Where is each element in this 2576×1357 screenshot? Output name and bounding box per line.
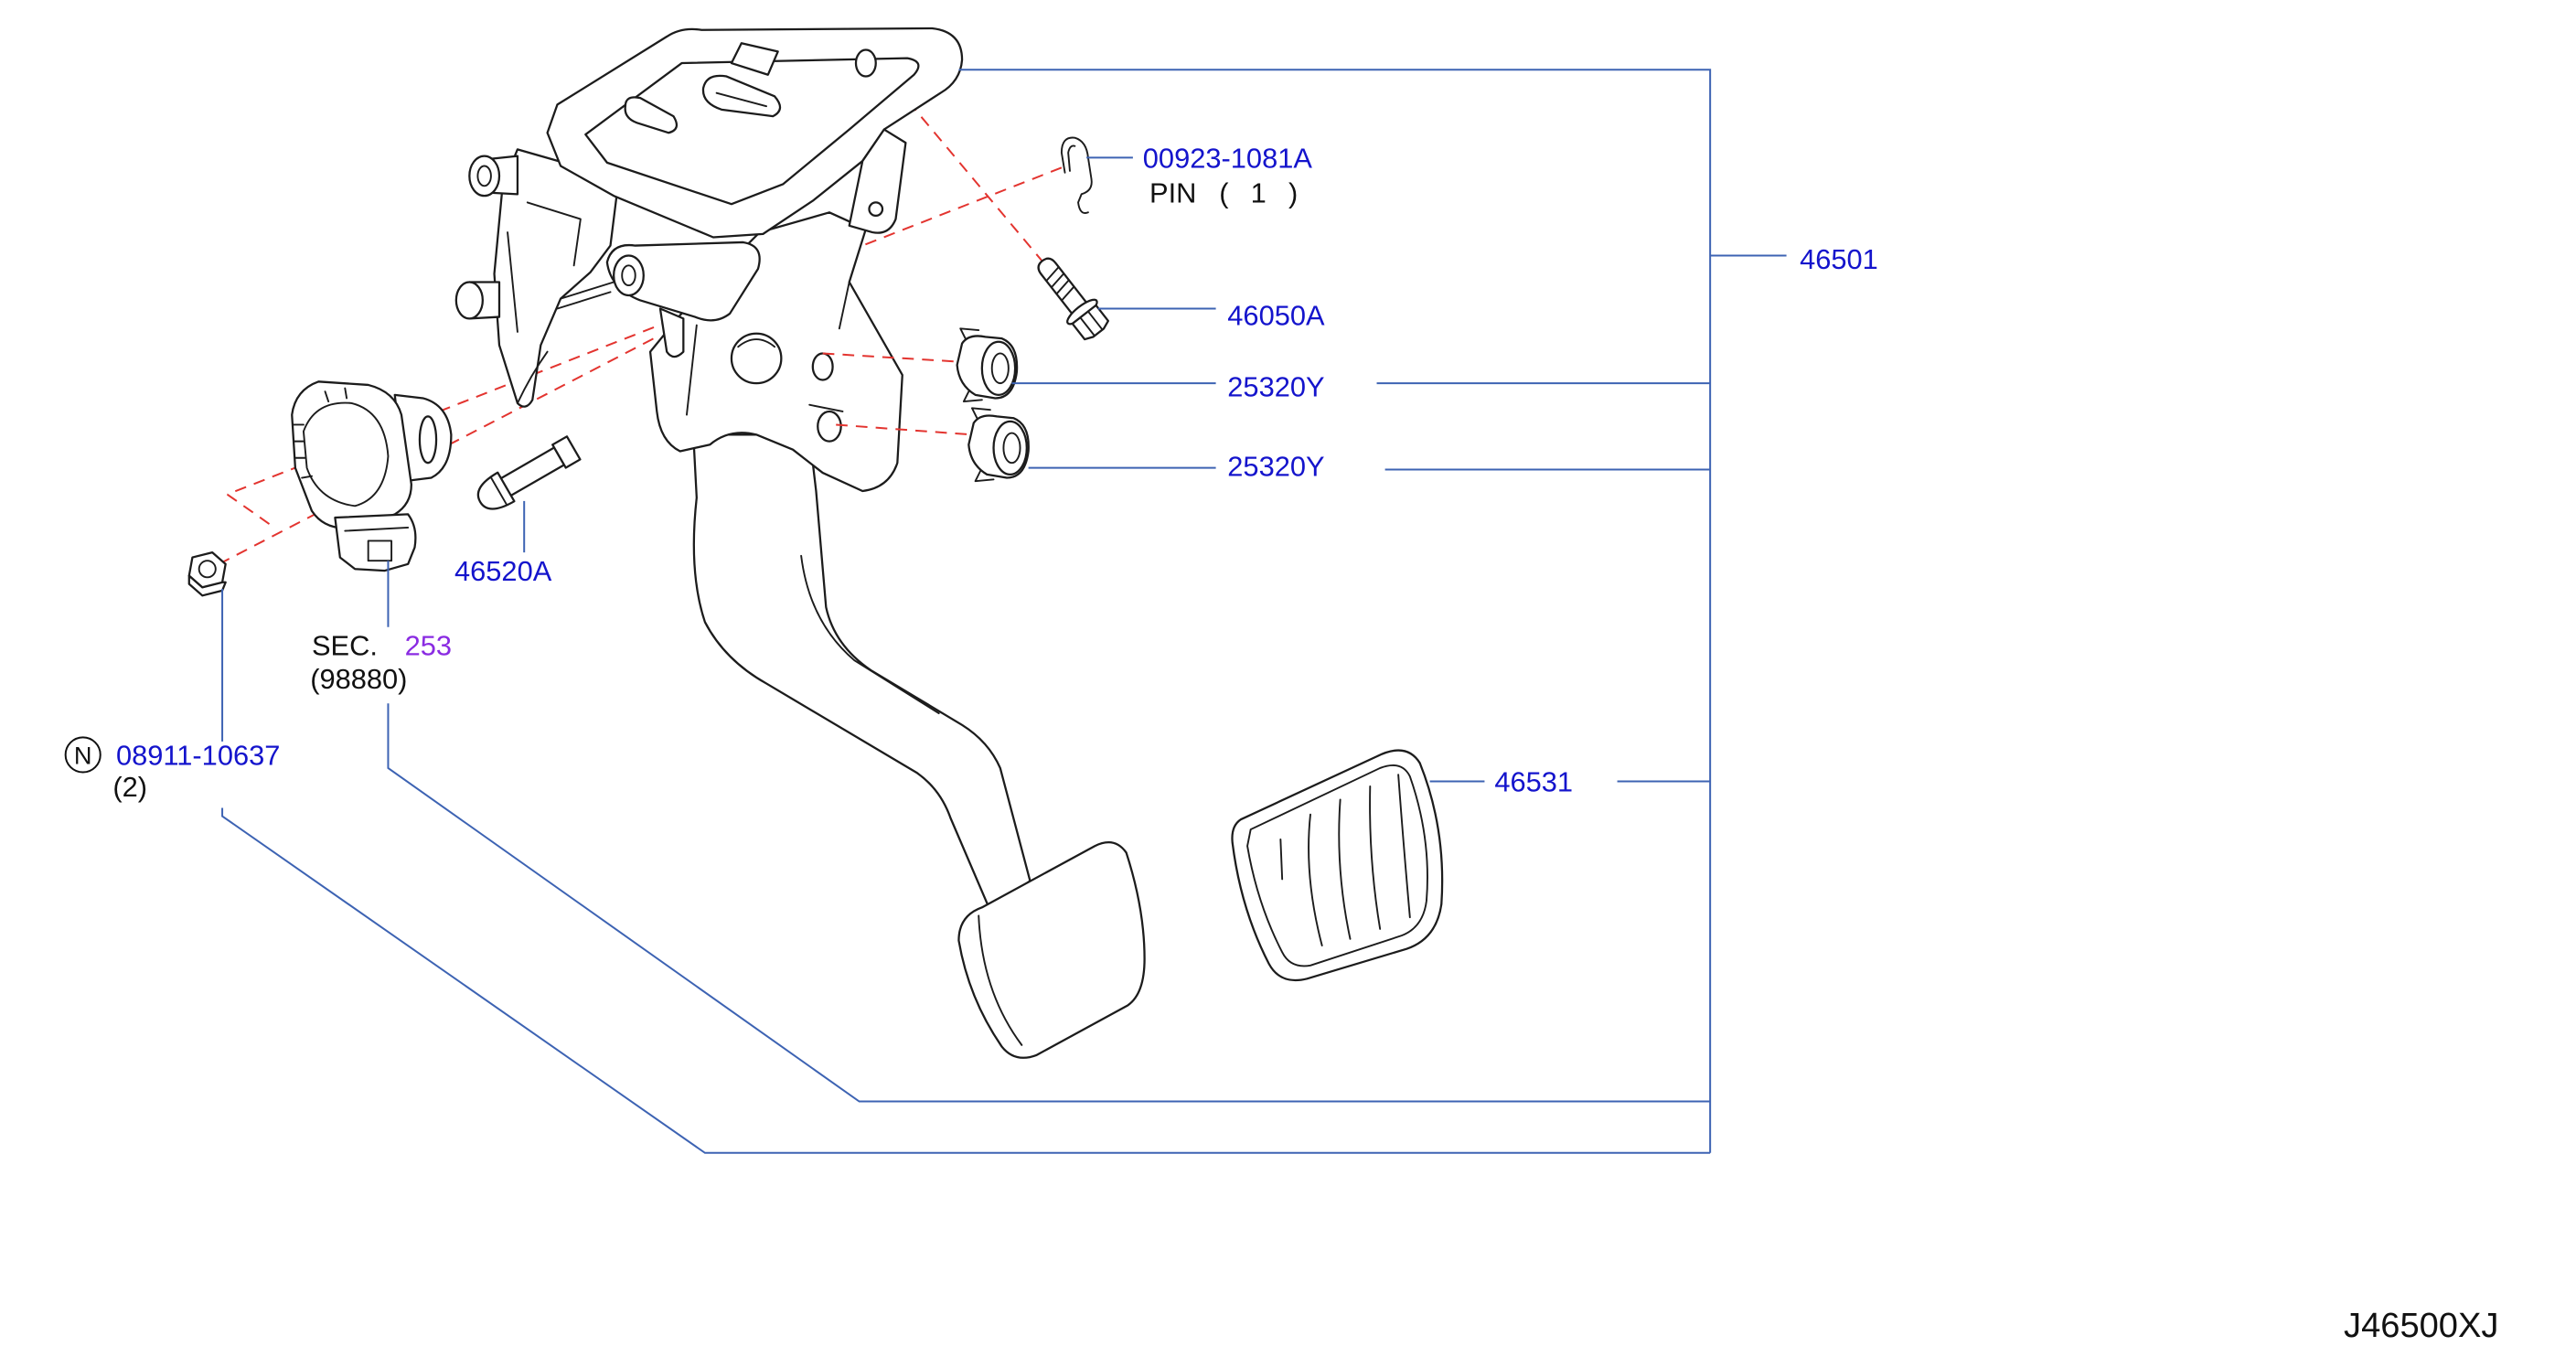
- leader-lines: [221, 69, 1787, 1154]
- bracket-top-fin: [730, 42, 779, 76]
- pad-cover-inner-edge: [1246, 764, 1428, 967]
- bracket-lower-plate-detail: [686, 281, 850, 416]
- bushing-face: [980, 340, 1017, 396]
- bushing-bore: [990, 352, 1010, 385]
- nut-bore: [198, 560, 217, 579]
- section-reference: (98880): [310, 663, 407, 695]
- pedal-arm: [692, 433, 1031, 913]
- pedal-arm-ridge: [800, 554, 940, 715]
- note-symbol: N: [74, 741, 92, 769]
- leader-sensor-frame: [387, 703, 1711, 1103]
- bushing-upper-part-number[interactable]: 25320Y: [1227, 371, 1324, 403]
- sensor-teeth: [293, 387, 348, 479]
- callout-labels: 00923-1081A PIN ( 1 ) 46501 46050A 25320…: [64, 142, 2498, 1345]
- nut-hex: [187, 551, 227, 589]
- bracket-boss-lower: [454, 281, 484, 320]
- pedal-pivot-hole-edge: [737, 338, 776, 348]
- bracket-right-flange: [848, 128, 907, 234]
- nut-quantity: (2): [112, 771, 147, 803]
- assembly-axis-lines-front: [822, 352, 973, 436]
- bushing-bore: [1002, 432, 1021, 465]
- assembly-bracket-frame: [958, 69, 1712, 1153]
- bushing-tab: [959, 327, 983, 403]
- bushing-tab: [970, 407, 995, 483]
- pedal-pad-cover-drawing: [1231, 749, 1444, 982]
- note-symbol-ring: [64, 736, 102, 774]
- bushing-lower-drawing: [967, 407, 1030, 483]
- bushing-lower-axis-line: [836, 423, 973, 436]
- stopper-head-detail: [490, 476, 508, 506]
- bracket-slot-left: [624, 96, 679, 134]
- bracket-top-knob: [854, 48, 877, 78]
- sensor-drawing: [291, 380, 453, 572]
- bracket-right-flange-hole: [868, 201, 884, 218]
- bolt-head-detail: [1079, 310, 1104, 337]
- pedal-pivot-hole: [730, 332, 783, 385]
- pedal-assembly-drawing: [454, 27, 1146, 1059]
- sensor-connector: [334, 513, 417, 572]
- nut-drawing: [187, 551, 227, 597]
- pin-part-number[interactable]: 00923-1081A: [1143, 142, 1313, 174]
- sensor-axis-line: [226, 493, 273, 527]
- bushing-upper-drawing: [956, 327, 1019, 403]
- stopper-part-number[interactable]: 46520A: [454, 555, 552, 587]
- bushing-face: [992, 420, 1028, 476]
- diagram-id: J46500XJ: [2344, 1307, 2498, 1345]
- bushing-lower-part-number[interactable]: 25320Y: [1227, 451, 1324, 483]
- bracket-rod: [556, 281, 615, 310]
- nut-part-number[interactable]: 08911-10637: [116, 739, 280, 771]
- pad-part-number[interactable]: 46531: [1494, 765, 1573, 797]
- pad-cover-outline: [1231, 749, 1444, 982]
- sensor-ear-slot: [418, 415, 438, 465]
- stopper-shaft: [498, 446, 566, 497]
- pedal-lever-ear: [658, 307, 685, 358]
- bolt-axis-line: [894, 85, 1042, 262]
- leader-nut-frame: [221, 807, 1711, 1154]
- bushing-hole-lower: [817, 410, 842, 443]
- stopper-drawing: [476, 435, 582, 510]
- stopper-end: [551, 435, 582, 469]
- bracket-slot-right: [701, 74, 782, 118]
- stopper-head: [476, 471, 516, 510]
- bracket-boss-upper-core: [476, 165, 492, 187]
- assembly-part-number[interactable]: 46501: [1800, 243, 1878, 275]
- bolt-thread: [1045, 266, 1075, 302]
- pedal-lever-boss-core: [621, 264, 636, 287]
- pin-quantity: ( 1 ): [1219, 176, 1298, 208]
- section-prefix: SEC.: [312, 630, 378, 662]
- sensor-connector-detail: [344, 526, 410, 562]
- bolt-head: [1071, 304, 1110, 341]
- bracket-slot-right-detail: [715, 91, 767, 108]
- section-link[interactable]: 253: [405, 630, 452, 662]
- bracket-side-plate: [493, 148, 618, 408]
- bracket-side-plate-detail: [507, 201, 582, 404]
- sensor-cover: [302, 401, 390, 508]
- pin-clip-drawing: [1060, 136, 1093, 214]
- bolt-part-number[interactable]: 46050A: [1227, 300, 1325, 332]
- pedal-lever-boss: [613, 254, 645, 297]
- bracket-top-opening: [584, 57, 920, 206]
- bracket-boss-upper: [468, 155, 501, 198]
- bolt-drawing: [1037, 257, 1110, 341]
- bushing-upper-axis-line: [822, 352, 959, 363]
- pedal-pad-edge: [978, 914, 1023, 1046]
- pad-cover-ribs: [1279, 774, 1411, 946]
- bushing-hole-upper: [811, 352, 834, 381]
- pin-name: PIN: [1149, 176, 1196, 208]
- pedal-pad: [957, 840, 1146, 1059]
